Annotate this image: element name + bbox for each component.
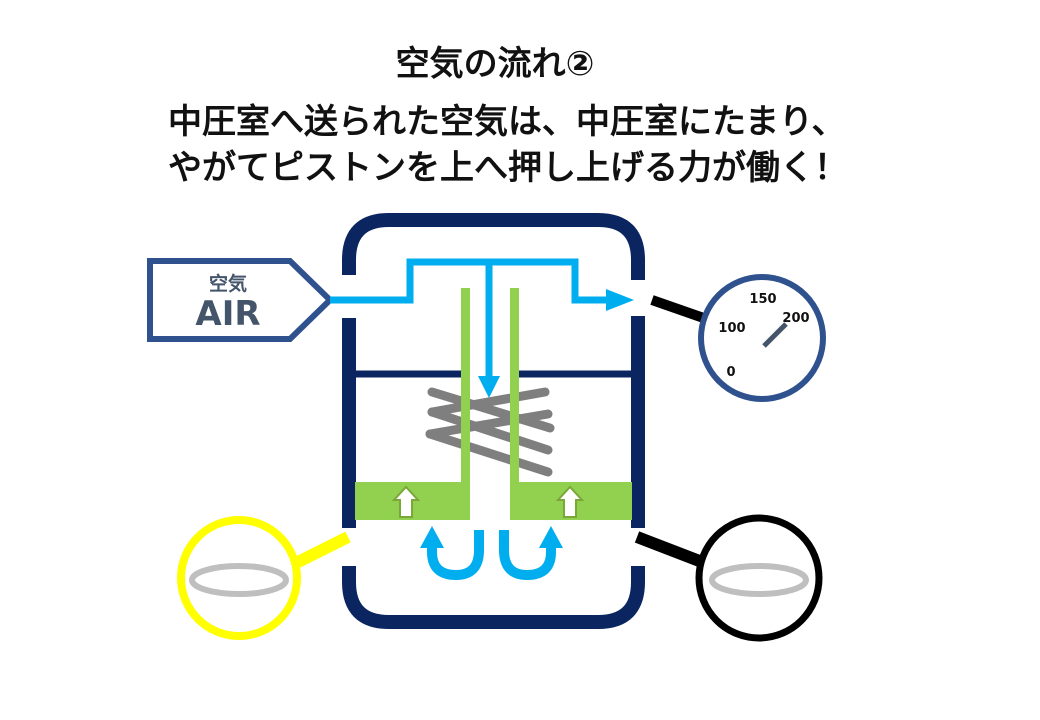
outlet-arrow-head xyxy=(606,289,634,311)
left-magnifier-handle xyxy=(289,531,351,571)
description-line-2: やがてピストンを上へ押し上げる力が働く！ xyxy=(168,148,848,188)
gauge-tick-200: 200 xyxy=(782,311,809,326)
curved-arrow-left xyxy=(427,530,484,581)
pressure-gauge: 0 100 150 200 xyxy=(650,274,826,402)
air-label-main: AIR xyxy=(195,294,260,334)
piston-up-arrow-right xyxy=(555,485,585,518)
body-bottom-wall xyxy=(342,566,645,629)
gauge-tick-100: 100 xyxy=(718,321,745,336)
upward-air-arrows xyxy=(427,530,556,581)
gauge-dial xyxy=(698,274,826,402)
right-magnifier-lens xyxy=(695,514,823,642)
curved-arrow-head-left xyxy=(420,526,444,548)
description-line-1: 中圧室へ送られた空気は、中圧室にたまり、 xyxy=(168,102,846,142)
left-magnifier-lens xyxy=(177,516,301,640)
right-o-ring-icon xyxy=(709,563,809,597)
curved-arrow-head-right xyxy=(539,526,563,548)
gauge-tick-0: 0 xyxy=(726,365,735,380)
gauge-tick-150: 150 xyxy=(749,292,776,307)
air-label-top: 空気 xyxy=(209,272,247,295)
diagram-title: 空気の流れ② xyxy=(395,44,595,84)
curved-arrow-right xyxy=(499,530,556,581)
air-flow-path xyxy=(330,258,610,380)
right-magnifier-handle xyxy=(634,531,705,568)
piston-up-arrow-left xyxy=(391,485,421,518)
left-magnifier xyxy=(177,516,351,640)
air-input-pentagon xyxy=(147,258,335,342)
body-top-wall xyxy=(342,213,645,280)
piston xyxy=(355,288,632,520)
right-magnifier xyxy=(634,514,823,642)
spring xyxy=(425,387,555,477)
down-arrow-head xyxy=(478,376,500,398)
air-input-label: 空気 AIR xyxy=(147,258,335,342)
regulator-body xyxy=(342,213,645,629)
left-o-ring-icon xyxy=(189,563,289,597)
gauge-needle xyxy=(762,322,788,348)
